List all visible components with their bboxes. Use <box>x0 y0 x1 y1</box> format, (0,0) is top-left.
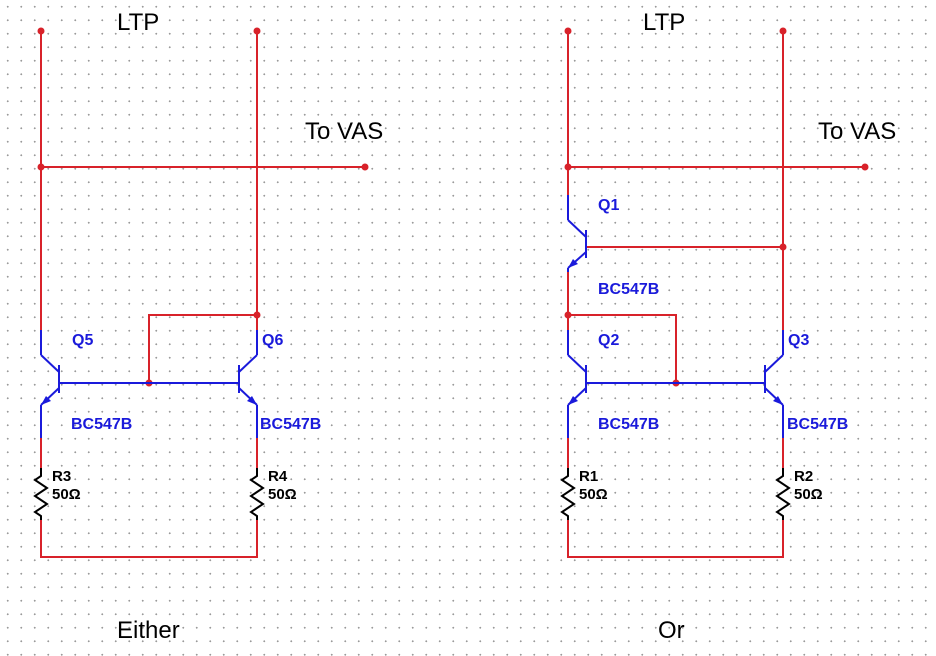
r2-value: 50Ω <box>794 486 823 503</box>
vas-terminal-right <box>861 163 869 171</box>
transistor-q6[interactable] <box>149 330 258 438</box>
q3-model: BC547B <box>787 416 848 433</box>
ltp-terminal-right-b <box>779 27 787 35</box>
transistor-q3[interactable] <box>676 330 784 438</box>
q6-model: BC547B <box>260 416 321 433</box>
ltp-terminal-left-b <box>253 27 261 35</box>
q1-ref: Q1 <box>598 197 619 214</box>
junctions-right <box>564 27 869 387</box>
ltp-terminal-left-a <box>37 27 45 35</box>
junction-dot <box>253 311 261 319</box>
q6-ref: Q6 <box>262 332 283 349</box>
resistor-r2[interactable] <box>775 468 791 520</box>
resistor-r1[interactable] <box>560 468 576 520</box>
circuit-left: LTP To VAS <box>33 9 383 644</box>
caption-or: Or <box>658 617 685 644</box>
r4-ref: R4 <box>268 468 288 485</box>
r1-value: 50Ω <box>579 486 608 503</box>
junctions-left <box>37 27 369 387</box>
vas-terminal-left <box>361 163 369 171</box>
transistor-q1[interactable] <box>567 195 587 272</box>
caption-either: Either <box>117 617 180 644</box>
q5-ref: Q5 <box>72 332 93 349</box>
resistor-r4[interactable] <box>249 468 265 520</box>
r4-value: 50Ω <box>268 486 297 503</box>
r1-ref: R1 <box>579 468 598 485</box>
to-vas-label-right: To VAS <box>818 118 896 145</box>
resistor-r3[interactable] <box>33 468 49 520</box>
ltp-terminal-right-a <box>564 27 572 35</box>
q2-ref: Q2 <box>598 332 619 349</box>
q2-model: BC547B <box>598 416 659 433</box>
circuit-right: LTP To VAS <box>560 9 896 644</box>
wires-left <box>40 31 365 558</box>
junction-dot <box>564 311 572 319</box>
junction-dot <box>779 243 787 251</box>
wires-right <box>567 31 865 558</box>
r3-value: 50Ω <box>52 486 81 503</box>
ltp-label-right: LTP <box>643 9 685 36</box>
q1-model: BC547B <box>598 281 659 298</box>
to-vas-label-left: To VAS <box>305 118 383 145</box>
transistor-q5[interactable] <box>40 330 149 438</box>
q5-model: BC547B <box>71 416 132 433</box>
r2-ref: R2 <box>794 468 813 485</box>
ltp-label-left: LTP <box>117 9 159 36</box>
junction-dot <box>37 163 45 171</box>
junction-dot <box>564 163 572 171</box>
q3-ref: Q3 <box>788 332 809 349</box>
transistor-q2[interactable] <box>567 330 676 438</box>
r3-ref: R3 <box>52 468 71 485</box>
